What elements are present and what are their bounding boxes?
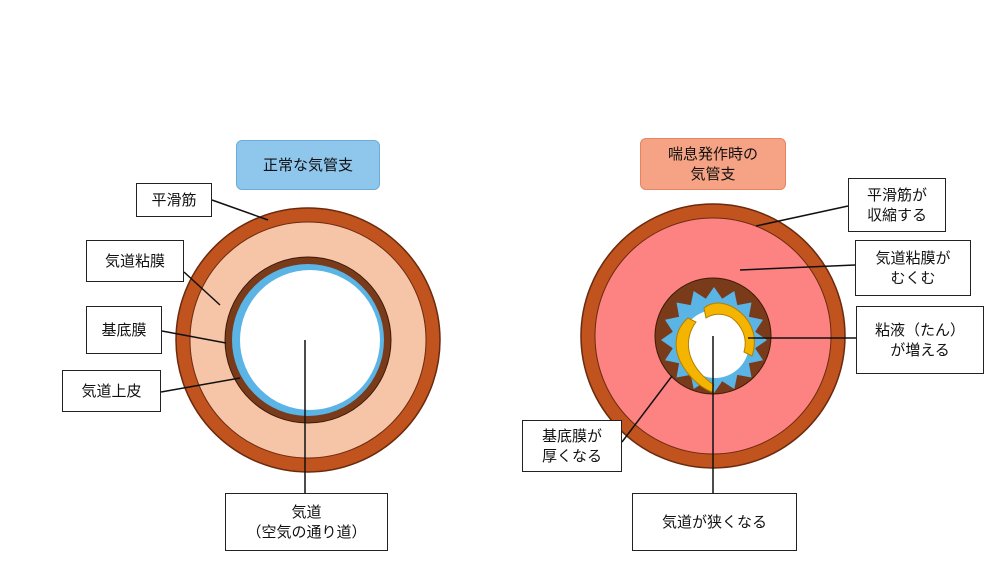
label-airway: 気道 （空気の通り道） xyxy=(225,493,388,551)
label-asthma-basement-line2: 厚くなる xyxy=(541,447,602,465)
leader-asthma-mucosa xyxy=(739,264,856,271)
label-asthma-muscle: 平滑筋が 収縮する xyxy=(848,178,946,232)
leader-asthma-muscle xyxy=(755,205,849,227)
label-airway-line1: 気道 xyxy=(291,503,322,521)
label-mucosa: 気道粘膜 xyxy=(86,240,184,282)
asthma-mucus-left xyxy=(675,317,715,393)
asthma-title-line2: 気管支 xyxy=(690,165,736,183)
label-asthma-muscle-line2: 収縮する xyxy=(866,206,927,224)
label-basement-text: 基底膜 xyxy=(101,321,147,339)
leader-asthma-basement xyxy=(621,375,673,443)
label-basement-membrane: 基底膜 xyxy=(86,306,162,354)
label-asthma-basement-line1: 基底膜が xyxy=(541,427,602,445)
normal-title: 正常な気管支 xyxy=(236,140,380,190)
normal-airway-lumen xyxy=(240,270,380,410)
normal-title-text: 正常な気管支 xyxy=(262,156,353,174)
label-asthma-mucosa-line2: むくむ xyxy=(890,269,936,287)
label-airway-line2: （空気の通り道） xyxy=(246,523,367,541)
asthma-narrow-lumen xyxy=(681,310,749,378)
leader-basement xyxy=(161,330,227,344)
label-asthma-basement: 基底膜が 厚くなる xyxy=(522,420,622,472)
asthma-bronchus xyxy=(580,203,856,493)
label-asthma-airway: 気道が狭くなる xyxy=(632,493,797,551)
leader-epithelium xyxy=(160,377,241,393)
label-asthma-mucosa-line1: 気道粘膜が xyxy=(875,249,951,267)
leader-smooth-muscle xyxy=(211,199,269,221)
label-smooth-muscle-text: 平滑筋 xyxy=(151,191,197,209)
label-mucosa-text: 気道粘膜 xyxy=(104,252,165,270)
label-epithelium-text: 気道上皮 xyxy=(81,382,142,400)
label-asthma-mucus-line1: 粘液（たん） xyxy=(874,321,965,339)
label-asthma-mucus-line2: が増える xyxy=(890,341,950,359)
label-asthma-muscle-line1: 平滑筋が xyxy=(866,186,927,204)
asthma-title-line1: 喘息発作時の xyxy=(667,145,758,163)
label-smooth-muscle: 平滑筋 xyxy=(136,183,212,217)
label-epithelium: 気道上皮 xyxy=(62,370,161,412)
label-asthma-airway-text: 気道が狭くなる xyxy=(661,513,767,531)
label-asthma-mucus: 粘液（たん） が増える xyxy=(856,306,984,374)
asthma-title: 喘息発作時の 気管支 xyxy=(640,138,786,190)
normal-bronchus xyxy=(160,199,441,493)
leader-mucosa xyxy=(183,271,221,306)
asthma-mucus-right xyxy=(703,302,755,357)
label-asthma-mucosa: 気道粘膜が むくむ xyxy=(855,240,971,296)
